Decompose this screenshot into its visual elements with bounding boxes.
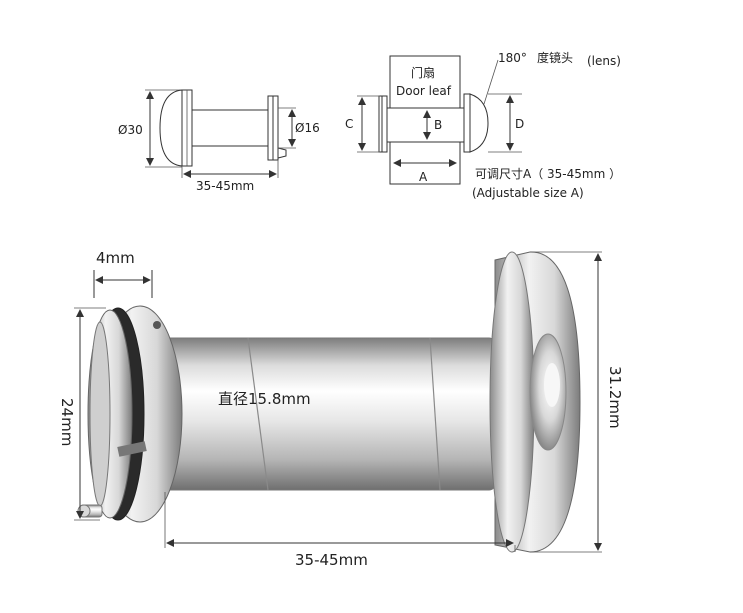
- adjust-cn-label: 可调尺寸A（ 35-45mm ）: [475, 167, 621, 181]
- label-a: A: [419, 170, 428, 184]
- height-right-label: 31.2mm: [606, 366, 624, 429]
- angle-label: 180°: [498, 51, 527, 65]
- label-c: C: [345, 117, 353, 131]
- lens-cap: [489, 251, 581, 553]
- left-flange: [77, 305, 183, 523]
- height-left-label: 24mm: [58, 398, 76, 446]
- flange-label: 4mm: [96, 249, 135, 267]
- adjust-en-label: (Adjustable size A): [472, 186, 584, 200]
- diameter-16-label: Ø16: [295, 121, 320, 135]
- door-en-label: Door leaf: [396, 84, 452, 98]
- label-d: D: [515, 117, 524, 131]
- peephole-product: 4mm 24mm 31.2mm 直径15.8mm 35-45mm: [58, 249, 624, 569]
- diameter-30-label: Ø30: [118, 123, 143, 137]
- barrel: [149, 337, 496, 491]
- top-left-schematic: Ø30 Ø16 35-45mm: [118, 89, 320, 193]
- lens-cn-label: 度镜头: [537, 50, 573, 65]
- diameter-label: 直径15.8mm: [218, 390, 311, 408]
- top-length-label: 35-45mm: [196, 179, 254, 193]
- label-b: B: [434, 118, 442, 132]
- top-right-schematic: 门扇 Door leaf C B D A 180° 度镜头 (lens) 可调尺…: [345, 50, 621, 200]
- lens-en-label: (lens): [587, 54, 621, 68]
- bottom-length-label: 35-45mm: [295, 551, 368, 569]
- door-cn-label: 门扇: [411, 65, 435, 80]
